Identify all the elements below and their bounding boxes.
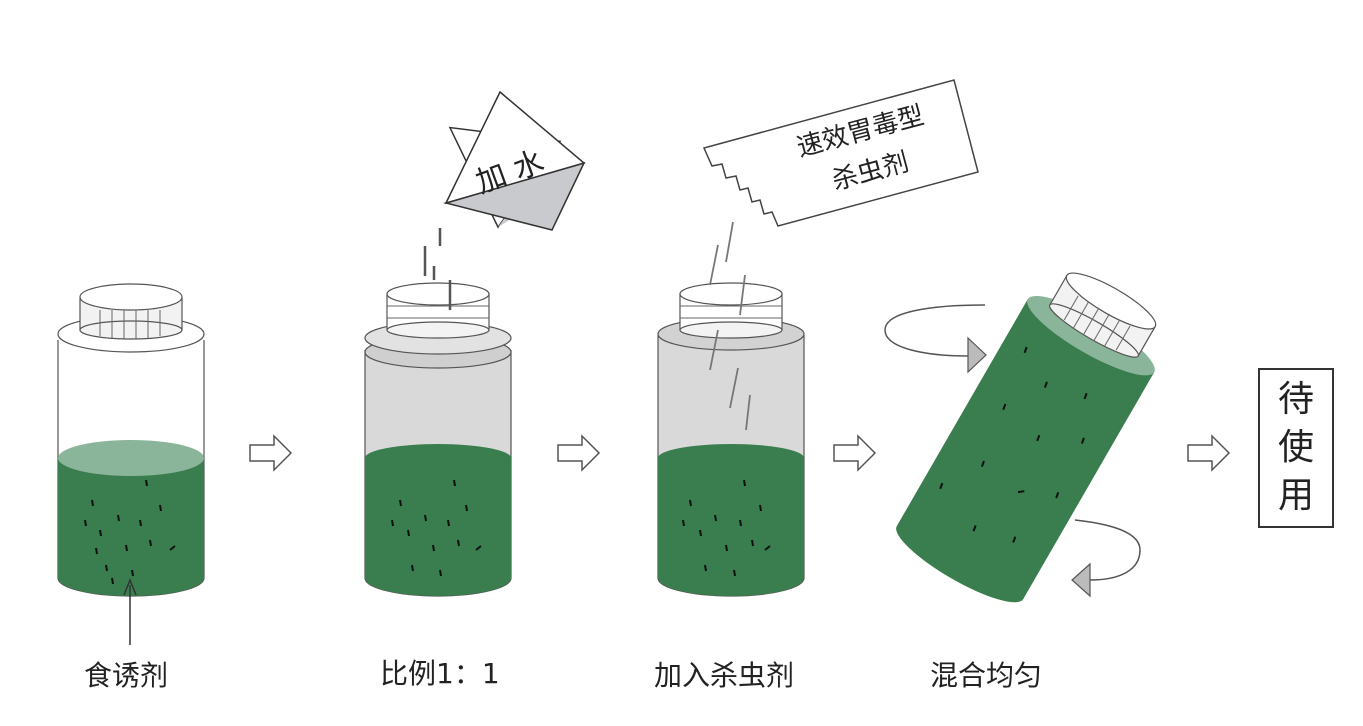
water-stream — [423, 228, 452, 310]
step-label-add-insecticide: 加入杀虫剂 — [654, 659, 795, 692]
step-arrow-icon — [833, 434, 877, 472]
step-label-bait: 食诱剂 — [84, 659, 169, 692]
bait-pointer-arrow — [123, 577, 137, 645]
step-arrow-icon — [557, 434, 601, 472]
powder-stream — [709, 221, 751, 431]
bottle-bait — [57, 283, 205, 645]
step-label-mix: 混合均匀 — [930, 659, 1043, 692]
rotate-arrow-top-icon — [884, 304, 987, 374]
ready-to-use-box: 待 使 用 — [1258, 368, 1334, 528]
rotate-arrow-bottom-icon — [1071, 519, 1141, 598]
ready-char-1: 待 — [1277, 379, 1314, 420]
bait-particles — [84, 479, 176, 585]
bottle-shaking — [896, 272, 1157, 603]
bottle-cap — [79, 283, 183, 340]
step-arrow-icon — [249, 434, 293, 472]
ready-char-2: 使 — [1277, 427, 1314, 468]
bottle-water — [364, 228, 512, 597]
insecticide-packet: 速效胃毒型 杀虫剂 — [702, 79, 979, 227]
ready-char-3: 用 — [1277, 475, 1314, 516]
step-label-ratio: 比例1：1 — [380, 657, 500, 690]
bottle-insecticide — [657, 221, 805, 597]
step-arrow-icon — [1187, 434, 1231, 472]
water-bag-top — [444, 90, 586, 205]
